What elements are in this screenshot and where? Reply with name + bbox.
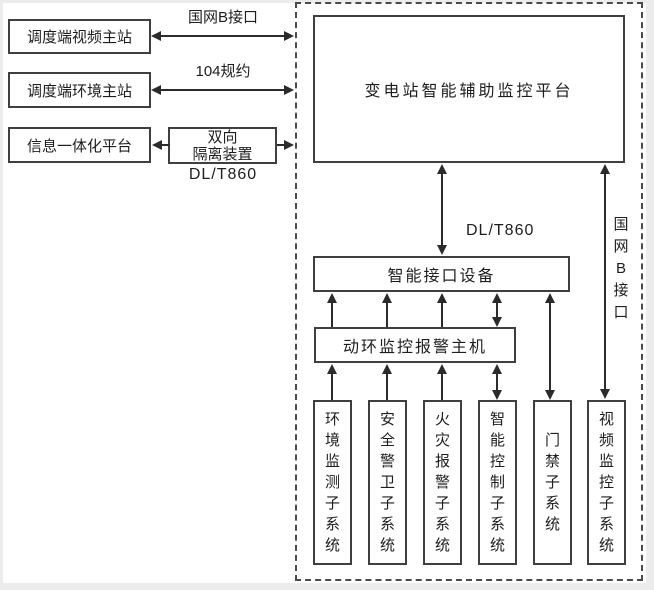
box-subsystem-security-guard: 安全警卫子系统: [368, 400, 407, 565]
arrow-host-security-head-up: [382, 364, 392, 374]
box-bidirectional-isolation-device: 双向 隔离装置: [168, 127, 277, 164]
page-edge-left: [0, 0, 3, 590]
arrow-device-host2-line: [386, 301, 388, 327]
arrow-host-control-head-down: [492, 390, 502, 400]
arrow-video-master-line: [155, 35, 289, 37]
box-substation-smart-auxiliary-monitoring-platform: 变电站智能辅助监控平台: [313, 15, 625, 163]
subsystem-label: 环境监测子系统: [324, 411, 340, 554]
box-dispatch-video-master: 调度端视频主站: [8, 19, 151, 54]
page-edge-top: [0, 0, 654, 3]
isolation-device-line1: 双向: [207, 128, 238, 146]
arrow-platform-device-line: [441, 170, 443, 250]
arrow-device-host2-head-up: [382, 293, 392, 303]
arrow-platform-video-head-down: [600, 389, 610, 399]
arrow-device-access-head-up: [545, 293, 555, 303]
subsystem-label: 门禁子系统: [544, 432, 560, 533]
subsystem-label: 火灾报警子系统: [434, 411, 450, 554]
box-env-monitoring-alarm-host: 动环监控报警主机: [314, 327, 516, 363]
arrow-host-control-line: [496, 372, 498, 392]
arrow-isolation-right-head: [284, 140, 294, 150]
arrow-device-host1-head-up: [327, 293, 337, 303]
box-information-integration-platform: 信息一体化平台: [8, 127, 151, 163]
page-edge-bottom: [0, 583, 654, 590]
arrow-device-host3-head-up: [437, 293, 447, 303]
arrow-host-control-head-up: [492, 364, 502, 374]
box-intelligent-interface-device: 智能接口设备: [313, 256, 570, 292]
box-subsystem-intelligent-control: 智能控制子系统: [478, 400, 517, 565]
arrow-platform-device-head-up: [437, 164, 447, 174]
box-subsystem-video-monitoring: 视频监控子系统: [587, 400, 626, 565]
arrow-device-access-line: [549, 301, 551, 392]
label-sgcc-b-interface-vertical: 国网B接口: [613, 216, 629, 321]
box-dispatch-environment-master: 调度端环境主站: [8, 72, 151, 108]
arrow-host-fire-head-up: [437, 364, 447, 374]
isolation-device-line2: 隔离装置: [192, 145, 253, 163]
arrow-platform-video-head-up: [600, 164, 610, 174]
arrow-host-fire-line: [441, 372, 443, 400]
label-dlt860-right: DL/T860: [466, 222, 535, 239]
substation-dashed-boundary: [295, 2, 643, 581]
box-subsystem-environment-monitoring: 环境监测子系统: [313, 400, 352, 565]
arrow-video-master-head-left: [151, 31, 161, 41]
arrow-device-host3-line: [441, 301, 443, 327]
arrow-host-env-line: [331, 372, 333, 400]
arrow-device-host4-head-up: [492, 293, 502, 303]
label-dlt860-left: DL/T860: [188, 166, 258, 183]
label-sgcc-b-interface-left: 国网B接口: [187, 9, 258, 26]
page-edge-right: [646, 0, 654, 590]
arrow-device-host1-line: [331, 301, 333, 327]
arrow-isolation-left-line: [158, 144, 170, 146]
box-subsystem-access-control: 门禁子系统: [533, 400, 572, 565]
arrow-video-master-head-right: [284, 31, 294, 41]
arrow-environment-master-head-left: [151, 85, 161, 95]
subsystem-label: 安全警卫子系统: [379, 411, 395, 554]
arrow-host-env-head-up: [327, 364, 337, 374]
arrow-environment-master-head-right: [284, 85, 294, 95]
arrow-host-security-line: [386, 372, 388, 400]
arrow-isolation-left-head: [152, 140, 162, 150]
arrow-platform-device-head-down: [437, 245, 447, 255]
arrow-device-host4-line: [496, 301, 498, 320]
arrow-environment-master-line: [155, 89, 289, 91]
arrow-device-access-head-down: [545, 390, 555, 400]
arrow-platform-video-line: [604, 170, 606, 392]
box-subsystem-fire-alarm: 火灾报警子系统: [423, 400, 462, 565]
subsystem-label: 智能控制子系统: [489, 411, 505, 554]
label-104-protocol: 104规约: [195, 63, 251, 80]
subsystem-label: 视频监控子系统: [598, 411, 614, 554]
arrow-isolation-right-line: [277, 144, 287, 146]
arrow-device-host4-head-down: [492, 317, 502, 327]
